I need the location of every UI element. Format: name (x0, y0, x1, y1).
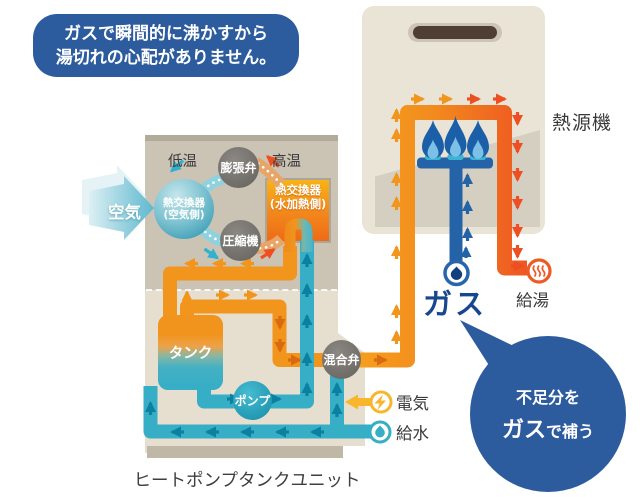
expansion-valve: 膨張弁 (218, 147, 259, 188)
bubble-line-1: 不足分を (515, 388, 580, 407)
orange-flow-arrows (164, 93, 453, 344)
mixing-valve-label: 混合弁 (323, 353, 360, 367)
heat-pump-unit-caption: ヒートポンプタンクユニット (133, 471, 361, 491)
electric-input (345, 390, 393, 414)
flame-icon (422, 116, 489, 160)
cyan-refrigerant-arrows (170, 159, 220, 260)
callout-line-1: ガスで瞬間的に沸かすから (64, 23, 268, 44)
bubble-rest: で補う (546, 422, 595, 441)
pump-label: ポンプ (234, 394, 271, 408)
hx-water-label-1: 熱交換器 (275, 183, 321, 197)
tank-label: タンク (168, 346, 213, 362)
mixing-valve: 混合弁 (322, 340, 361, 379)
water-supply-label: 給水 (396, 424, 429, 443)
lightning-icon (369, 390, 393, 414)
heat-pump-unit-cap (145, 135, 338, 141)
water-drop-icon (368, 420, 392, 444)
gas-label: ガス (423, 287, 488, 321)
air-flow-arrow (82, 165, 154, 240)
high-temp-label: 高温 (272, 154, 301, 170)
hot-water-label: 給湯 (516, 291, 549, 310)
bubble-emphasis: ガス (501, 418, 546, 443)
callout-box: ガスで瞬間的に沸かすから 湯切れの心配がありません。 (33, 14, 299, 77)
pump: ポンプ (233, 381, 272, 420)
low-temp-label: 低温 (168, 154, 197, 170)
tank: タンク (158, 315, 223, 390)
vent-slot-inner (413, 26, 497, 39)
electricity-label: 電気 (396, 394, 429, 413)
speech-bubble: 不足分を ガスで補う (470, 336, 626, 492)
dark-orange-flow-arrows (274, 316, 388, 366)
hot-water-icon (526, 258, 552, 284)
hx-air-label-1: 熱交換器 (163, 196, 205, 209)
bubble-line-2: ガスで補う (502, 412, 594, 444)
gas-burner (417, 116, 493, 265)
air-side-heat-exchanger: 熱交換器 (空気側) (154, 179, 214, 239)
callout-line-2: 湯切れの心配がありません。 (55, 47, 277, 68)
compressor: 圧縮機 (220, 220, 261, 261)
heat-source-label: 熱源機 (552, 112, 613, 134)
red-flow-arrows (260, 93, 525, 272)
hx-water-label-2: (水加熱側) (269, 197, 327, 211)
compressor-label: 圧縮機 (222, 234, 259, 248)
gas-meter-icon (443, 259, 470, 287)
hx-air-label-2: (空気側) (163, 209, 205, 221)
expansion-valve-label: 膨張弁 (220, 161, 257, 175)
blue-flow-arrows (460, 173, 473, 258)
water-side-heat-exchanger-box: 熱交換器 (水加熱側) (265, 178, 331, 243)
section-divider-dashed (146, 289, 337, 291)
air-label: 空気 (108, 203, 141, 222)
hx-water-coil (284, 218, 313, 252)
heat-pump-unit-base (147, 446, 343, 458)
